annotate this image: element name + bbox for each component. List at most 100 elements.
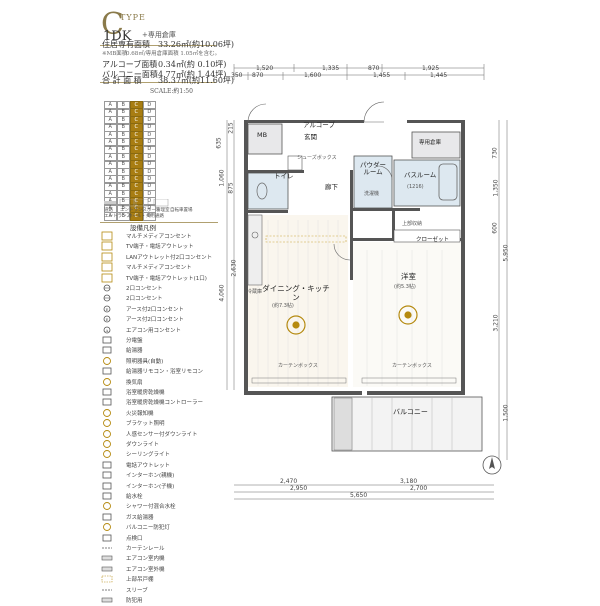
legend-item: 防犯用 (100, 594, 143, 606)
legend-item: 浴室暖房乾燥機 (100, 386, 165, 398)
legend-item: ダウンライト (100, 438, 159, 450)
legend-symbol-icon (100, 595, 114, 605)
legend-item: 人感センサー付ダウンライト (100, 428, 198, 440)
room-entrance: 玄関 (304, 133, 317, 141)
legend-item: TV端子・電話アウトレット (100, 240, 194, 252)
legend-symbol-icon (100, 262, 114, 272)
legend-symbol-icon (100, 397, 114, 407)
legend-item: 給水栓 (100, 490, 143, 502)
room-balcony: バルコニー (393, 408, 428, 416)
doors (247, 101, 393, 261)
room-alcove: アルコーブ (303, 121, 335, 129)
upper-storage-label: 上部収納 (402, 221, 423, 227)
floor-chart-base (104, 199, 169, 207)
legend-item: LANアウトレット付2口コンセント (100, 251, 212, 263)
legend-symbol-icon (100, 377, 114, 387)
upper-cabinet-dk (265, 235, 347, 243)
room-toilet: トイレ (274, 172, 294, 180)
legend-symbol-icon (100, 491, 114, 501)
legend-symbol-icon (100, 356, 114, 366)
fc-label-hall: エントランスホール (120, 208, 161, 213)
room-hallway: 廊下 (325, 183, 338, 191)
dim-bottom1-0: 2,470 (280, 478, 298, 485)
legend-label: 給湯器リモコン・浴室リモコン (126, 369, 204, 376)
dim-right1-0: 730 (491, 147, 499, 159)
legend-symbol-icon (100, 335, 114, 345)
floor-chart-cell: B (117, 211, 130, 221)
legend-symbol-icon (100, 439, 114, 449)
spec-value-1: 0.68㎡/専用倉庫面積 1.05㎡を含む。 (126, 51, 221, 57)
private-storage-box (411, 131, 461, 159)
dim-lines-sides (226, 120, 508, 460)
shoe-box (287, 155, 303, 171)
dim-top1-2: 870 (368, 65, 380, 72)
legend-label: TV端子・電話アウトレット(1口) (126, 275, 207, 282)
legend-label: ダウンライト (126, 442, 160, 448)
legend-label: エアコン用コンセント (126, 327, 182, 334)
room-bath: バスルーム (404, 171, 437, 179)
kitchen-counter (247, 214, 263, 286)
powder-box (353, 155, 393, 209)
legend-item: スリーブ (100, 584, 148, 596)
legend-item: インターホン(親機) (100, 469, 174, 481)
shoe-box-label: シューズボックス (297, 155, 337, 161)
legend-label: 上部吊戸棚 (126, 577, 154, 584)
legend-item: ガス給湯器 (100, 511, 154, 523)
curtain-box-western-label: カーテンボックス (392, 363, 432, 369)
fc-label-road: 道路 (104, 208, 113, 213)
dim-bottom3: 5,650 (350, 492, 368, 499)
legend-symbol-icon (100, 512, 114, 522)
legend-label: スリーブ (126, 587, 148, 594)
legend-symbol-icon (100, 522, 114, 532)
fc-label-office: 管理室 (156, 208, 170, 213)
room-powder: パウダールーム (360, 161, 386, 177)
legend-label: シーリングライト (126, 452, 171, 459)
legend-symbol-icon (100, 553, 114, 563)
svg-text:E: E (106, 307, 109, 312)
legend-rule (100, 222, 218, 223)
legend-item: TV端子・電話アウトレット(1口) (100, 272, 207, 284)
legend-label: 2口コンセント (126, 296, 163, 303)
spec-label-0: 住居専有面積 (102, 40, 150, 49)
legend-label: インターホン(子機) (126, 483, 175, 490)
curtain-box-dk-label: カーテンボックス (278, 363, 318, 369)
ac-outdoor-unit (333, 397, 353, 451)
floor-plan (226, 64, 508, 500)
legend-item: カーテンレール (100, 542, 165, 554)
legend-item: 換気扇 (100, 376, 143, 388)
dim-left2-2: 2,630 (230, 259, 238, 277)
legend-label: 点検口 (126, 535, 143, 542)
legend-label: シャワー付混合水栓 (126, 504, 176, 511)
legend-label: 防犯用 (126, 598, 143, 604)
header-rule (100, 45, 216, 46)
legend-item: 給湯器 (100, 344, 143, 356)
closet-box (393, 229, 461, 243)
legend-item: 2口コンセント (100, 292, 163, 304)
toilet-bowl (256, 182, 268, 200)
dim-left2-1: 875 (227, 182, 235, 194)
legend-label: ガス給湯器 (126, 514, 154, 521)
legend-symbol-icon: E (100, 314, 114, 324)
svg-text:E: E (106, 317, 109, 322)
legend-title: 設備凡例 (130, 224, 156, 232)
legend-label: 分電盤 (126, 338, 143, 344)
legend-label: 換気扇 (126, 379, 143, 386)
legend-label: 浴室暖房乾燥機コントローラー (126, 400, 204, 407)
scale-label: SCALE:約1:50 (150, 88, 193, 95)
legend-item: 浴室暖房乾燥機コントローラー (100, 396, 203, 408)
legend-symbol-icon (100, 501, 114, 511)
legend-symbol-icon (100, 252, 114, 262)
legend-item: 2口コンセント (100, 282, 163, 294)
legend-symbol-icon (100, 533, 114, 543)
legend-label: TV端子・電話アウトレット (126, 244, 194, 251)
curtain-box-dk (251, 377, 347, 384)
